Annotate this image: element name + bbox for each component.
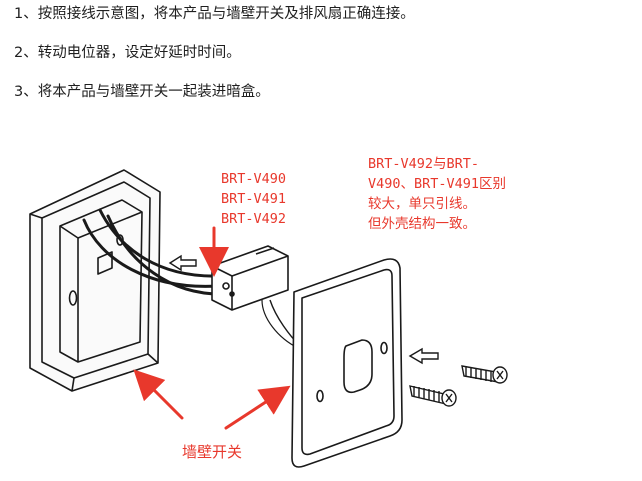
model-label: BRT-V492 [221,211,287,227]
note-line: 较大，单只引线。 [368,196,476,212]
difference-note: BRT-V492与BRT- V490、BRT-V491区别 较大，单只引线。 但… [368,154,506,234]
instruction-steps: 1、按照接线示意图，将本产品与墙壁开关及排风扇正确连接。 2、转动电位器，设定好… [14,4,634,121]
model-label: BRT-V491 [221,191,287,207]
wall-box [29,169,161,392]
wiring-diagram [29,169,508,468]
screw-bottom [409,385,457,407]
wall-switch-label: 墙壁开关 [182,443,243,461]
hollow-arrow-plate [408,347,439,365]
red-arrows [133,226,291,430]
note-line: 但外壳结构一致。 [368,216,476,232]
model-label: BRT-V490 [221,171,287,187]
switch-plate [291,258,403,468]
step-3: 3、将本产品与墙壁开关一起装进暗盒。 [14,84,270,100]
step-2: 2、转动电位器，设定好延时时间。 [14,45,241,61]
screw-top [461,365,508,384]
model-labels: BRT-V490 BRT-V491 BRT-V492 [221,169,286,229]
note-line: BRT-V492与BRT- [368,156,480,172]
step-1: 1、按照接线示意图，将本产品与墙壁开关及排风扇正确连接。 [14,6,415,22]
note-line: V490、BRT-V491区别 [368,176,507,192]
delay-module [211,245,289,311]
hollow-arrow-left [168,254,197,272]
